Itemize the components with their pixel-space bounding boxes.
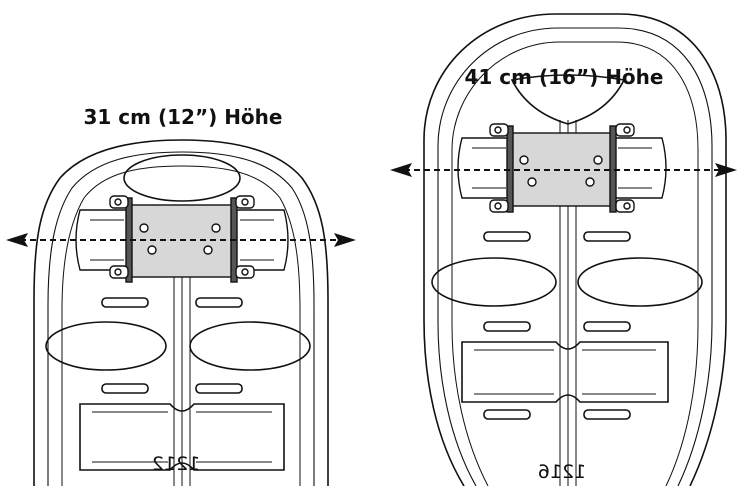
left-height-label: 31 cm (12”) Höhe [84, 105, 283, 129]
left-seat-back [33, 139, 329, 486]
double-headed-dashed-arrow-icon [6, 233, 356, 247]
double-headed-dashed-arrow-icon [390, 163, 737, 177]
right-model-code: 1216 [538, 461, 586, 483]
right-mounting-bracket [489, 123, 635, 213]
right-seat-back [423, 13, 727, 486]
right-height-label: 41 cm (16”) Höhe [465, 65, 664, 89]
left-model-code: 1212 [152, 453, 200, 475]
